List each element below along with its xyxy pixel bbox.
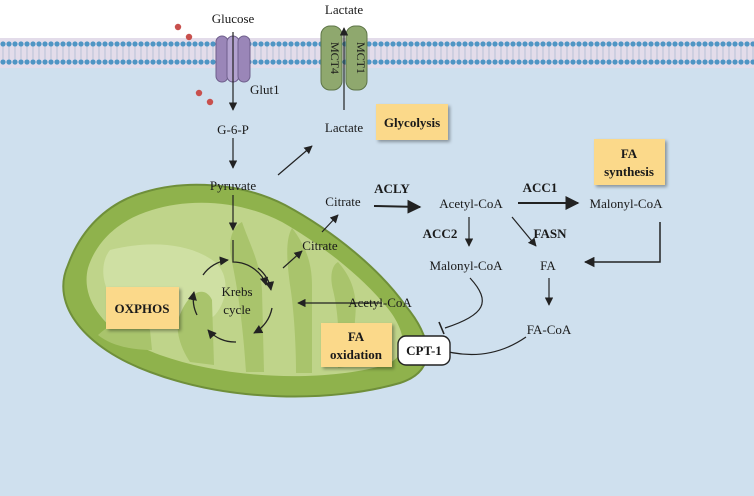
glut1-transporter bbox=[215, 35, 251, 83]
glycolysis-box bbox=[376, 104, 448, 140]
fa-coa-label: FA-CoA bbox=[527, 322, 572, 337]
arrow-pyruvate-lactate bbox=[277, 145, 313, 176]
mct-transporter bbox=[320, 25, 368, 91]
glut1-label: Glut1 bbox=[250, 82, 280, 97]
oxphos-label: OXPHOS bbox=[115, 301, 170, 316]
acly-label: ACLY bbox=[374, 181, 410, 196]
arrow-acly bbox=[373, 199, 422, 214]
fa-oxidation-label-line2: oxidation bbox=[330, 347, 383, 362]
g6p-label: G-6-P bbox=[217, 122, 249, 137]
cpt1-label: CPT-1 bbox=[406, 343, 442, 358]
arrow-krebs-citrate bbox=[282, 250, 303, 269]
lactate-extracellular-label: Lactate bbox=[325, 2, 363, 17]
fa-synthesis-label-line2: synthesis bbox=[604, 164, 654, 179]
arrow-citrate-export bbox=[321, 214, 339, 233]
lactate-intracellular-label: Lactate bbox=[325, 120, 363, 135]
arrow-malonyl-fa bbox=[583, 222, 661, 268]
fa-synthesis-label-line1: FA bbox=[621, 146, 638, 161]
fa-label: FA bbox=[540, 258, 556, 273]
glucose-label: Glucose bbox=[212, 11, 255, 26]
arrow-pyruvate-krebs bbox=[232, 240, 269, 286]
fasn-label: FASN bbox=[534, 226, 568, 241]
inhibition-bar bbox=[438, 321, 445, 335]
mct1-label: MCT1 bbox=[354, 42, 368, 74]
labels: Glucose Lactate Glut1 MCT4 MCT1 G-6-P La… bbox=[115, 2, 664, 362]
acc1-label: ACC1 bbox=[523, 180, 558, 195]
oxphos-box bbox=[106, 287, 179, 329]
glycolysis-label: Glycolysis bbox=[384, 115, 440, 130]
krebs-label-line1: Krebs bbox=[221, 284, 252, 299]
fa-oxidation-box bbox=[321, 323, 392, 367]
fa-oxidation-label-line1: FA bbox=[348, 329, 365, 344]
citrate-mito-label: Citrate bbox=[302, 238, 338, 253]
fa-synthesis-box bbox=[594, 139, 665, 185]
acc2-label: ACC2 bbox=[423, 226, 458, 241]
acetyl-coa-mito-label: Acetyl-CoA bbox=[348, 295, 412, 310]
krebs-label-line2: cycle bbox=[223, 302, 251, 317]
mct4-label: MCT4 bbox=[328, 42, 342, 74]
glucose-molecules bbox=[174, 23, 214, 106]
arrow-fasn bbox=[511, 216, 537, 247]
pathway-boxes bbox=[106, 104, 665, 367]
acetyl-coa-cytosol-label: Acetyl-CoA bbox=[439, 196, 503, 211]
inhibition-malonyl-cpt1 bbox=[444, 277, 483, 329]
malonyl-coa-acc2-label: Malonyl-CoA bbox=[430, 258, 504, 273]
pyruvate-label: Pyruvate bbox=[210, 178, 256, 193]
citrate-cytosol-label: Citrate bbox=[325, 194, 361, 209]
malonyl-coa-acc1-label: Malonyl-CoA bbox=[590, 196, 664, 211]
cpt1-box bbox=[397, 335, 451, 366]
